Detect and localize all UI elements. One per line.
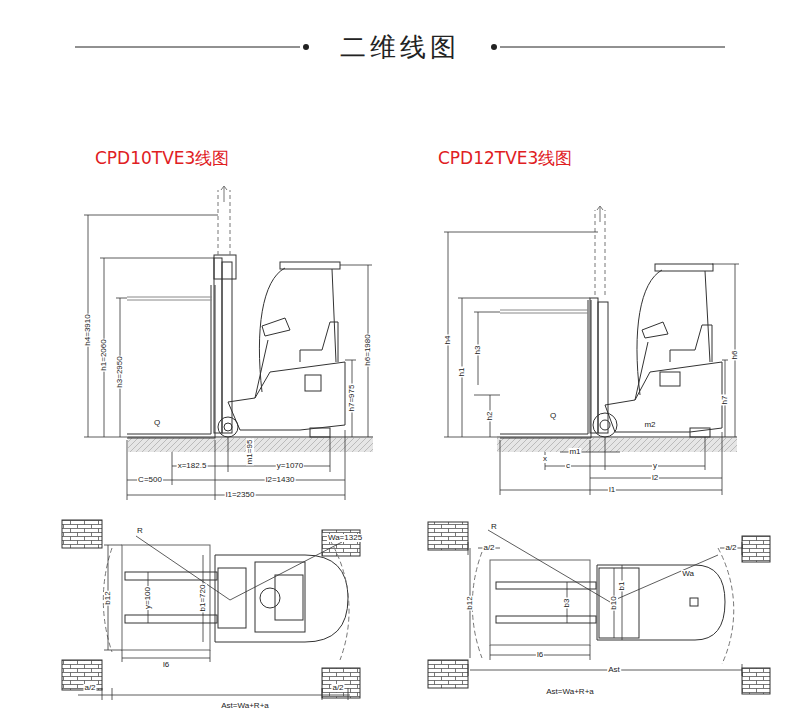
dimension-label: b3: [563, 598, 571, 609]
dimension-label: Wa=1325: [327, 534, 363, 542]
dimension-label: h6=1980: [364, 333, 372, 366]
dimension-label: a/2: [331, 684, 344, 692]
dimension-label: l1: [608, 486, 616, 494]
dimension-label: h2: [486, 411, 494, 422]
dimension-label: l6: [162, 661, 170, 669]
dimension-label: a/2: [83, 684, 96, 692]
dimension-label: h6: [731, 350, 739, 361]
dimension-label: m1: [568, 448, 581, 456]
dimension-label: y=100: [144, 586, 152, 610]
dimension-label: a/2: [482, 544, 495, 552]
dimension-label: b1=720: [199, 584, 207, 613]
dimension-label: b10: [610, 595, 618, 610]
model-heading: CPD12TVE3线图: [438, 150, 572, 167]
dimension-label: b12: [104, 590, 112, 605]
dimension-label: c: [565, 462, 571, 470]
dimension-label: y: [652, 462, 658, 470]
dimension-label: C=500: [137, 476, 163, 484]
dimension-label: R: [490, 523, 498, 531]
dimension-label: a/2: [724, 544, 737, 552]
dimension-label: y=1070: [276, 462, 304, 470]
dimension-label: h1: [458, 367, 466, 378]
dimension-label: l1=2350: [225, 491, 256, 499]
dimension-label: Ast: [607, 666, 621, 674]
dimension-label: m2: [643, 421, 656, 429]
model-heading: CPD10TVE3线图: [95, 150, 229, 167]
dimension-label: h3=2950: [116, 355, 124, 388]
dimension-label: Wa: [681, 570, 695, 578]
dimension-label: R: [136, 527, 144, 535]
dimension-label: x: [542, 455, 548, 463]
dimension-label: h7: [721, 395, 729, 406]
dimension-label: h3: [474, 345, 482, 356]
dimension-label: h7=975: [348, 384, 356, 413]
dimension-label: h1=2060: [100, 338, 108, 371]
dimension-label: l6: [536, 651, 544, 659]
dimension-label: l2=1430: [265, 476, 296, 484]
dimension-label: Q: [549, 412, 557, 420]
dimension-label: b1: [618, 581, 626, 592]
dimension-label: Q: [153, 419, 161, 427]
dimension-label: h4: [444, 335, 452, 346]
page-title: 二维线图: [340, 34, 460, 60]
dimension-label: b12: [466, 595, 474, 610]
dimension-label: l2: [651, 474, 659, 482]
dimension-label: m1=95: [246, 439, 254, 466]
dimension-label: h4=3910: [84, 313, 92, 346]
dimension-label: Ast=Wa+R+a: [220, 702, 270, 710]
dimension-label: x=182.5: [177, 462, 208, 470]
dimension-label: Ast=Wa+R+a: [545, 688, 595, 696]
